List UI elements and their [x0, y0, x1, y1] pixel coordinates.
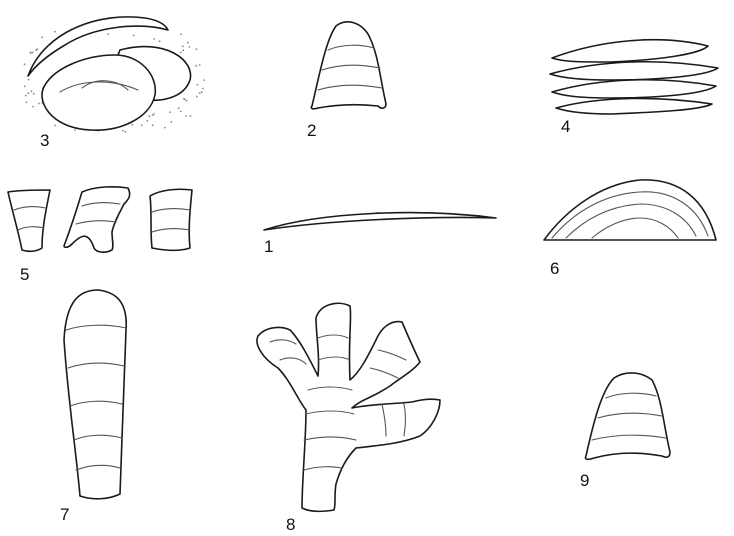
sediment-grain	[197, 84, 199, 86]
sediment-grain	[125, 131, 127, 133]
form-1-thin-sheet: 1	[264, 213, 496, 256]
sediment-grain	[202, 88, 204, 90]
form-3-front-crust	[42, 55, 155, 130]
sediment-grain	[41, 36, 43, 38]
sediment-grain	[32, 52, 34, 54]
form-4-layer	[552, 40, 708, 62]
sediment-grain	[159, 40, 161, 42]
form-8-outline	[257, 303, 440, 511]
form-7-tall-column: 7	[60, 290, 126, 524]
sediment-grain	[131, 124, 133, 126]
label-9: 9	[580, 471, 589, 490]
sediment-grain	[169, 111, 171, 113]
sediment-grain	[180, 33, 182, 35]
form-9-dome: 9	[580, 373, 670, 490]
sediment-grain	[201, 91, 203, 93]
label-5: 5	[20, 265, 29, 284]
sediment-grain	[196, 96, 198, 98]
sediment-grain	[170, 121, 172, 123]
label-4: 4	[561, 117, 570, 136]
form-1-outline	[264, 213, 496, 230]
sediment-grain	[54, 125, 56, 127]
sediment-grain	[74, 129, 76, 131]
sediment-grain	[182, 49, 184, 51]
sediment-grain	[153, 113, 155, 115]
sediment-grain	[38, 103, 40, 105]
sediment-grain	[199, 92, 201, 94]
sediment-grain	[133, 35, 135, 37]
label-1: 1	[264, 237, 273, 256]
sediment-grain	[195, 65, 197, 67]
label-2: 2	[307, 121, 316, 140]
sediment-grain	[203, 79, 205, 81]
sediment-grain	[33, 93, 35, 95]
form-9-outline	[585, 373, 670, 459]
sediment-grain	[153, 38, 155, 40]
sediment-grain	[184, 99, 186, 101]
sediment-grain	[190, 115, 192, 117]
sediment-grain	[35, 49, 37, 51]
sediment-grain	[148, 115, 150, 117]
form-4-layer	[550, 62, 718, 80]
sediment-grain	[182, 46, 184, 48]
sediment-grain	[31, 90, 33, 92]
sediment-grain	[199, 64, 201, 66]
form-5-column-right	[150, 189, 192, 250]
form-2-dome: 2	[307, 22, 386, 140]
label-7: 7	[60, 505, 69, 524]
form-4-stacked-laminae: 4	[550, 40, 718, 136]
sediment-grain	[24, 63, 26, 65]
sediment-grain	[26, 101, 28, 103]
sediment-grain	[54, 31, 56, 33]
sediment-grain	[24, 85, 26, 87]
sediment-grain	[25, 95, 27, 97]
sediment-grain	[180, 52, 182, 54]
form-6-low-dome: 6	[544, 180, 716, 278]
sediment-grain	[189, 46, 191, 48]
form-5-column-left	[8, 190, 50, 251]
sediment-grain	[28, 92, 30, 94]
sediment-grain	[196, 48, 198, 50]
sediment-grain	[28, 79, 30, 81]
sediment-grain	[146, 120, 148, 122]
label-8: 8	[286, 515, 295, 534]
form-5-column-middle	[64, 187, 130, 252]
form-5-columns: 5	[8, 187, 192, 284]
form-4-layer	[556, 98, 712, 114]
sediment-grain	[141, 124, 143, 126]
sediment-grain	[186, 100, 188, 102]
label-6: 6	[550, 259, 559, 278]
sediment-grain	[107, 33, 109, 35]
sediment-grain	[164, 127, 166, 129]
form-8-branching: 8	[257, 303, 440, 534]
sediment-grain	[187, 42, 189, 44]
sediment-grain	[178, 107, 180, 109]
form-4-layer	[552, 80, 716, 98]
sediment-grain	[185, 115, 187, 117]
sediment-grain	[32, 106, 34, 108]
sediment-grain	[122, 130, 124, 132]
sediment-grain	[30, 52, 32, 54]
label-3: 3	[40, 131, 49, 150]
form-6-outline	[544, 180, 716, 240]
form-3-overlapping-crusts: 3	[24, 17, 206, 150]
sediment-grain	[180, 111, 182, 113]
sediment-grain	[152, 124, 154, 126]
